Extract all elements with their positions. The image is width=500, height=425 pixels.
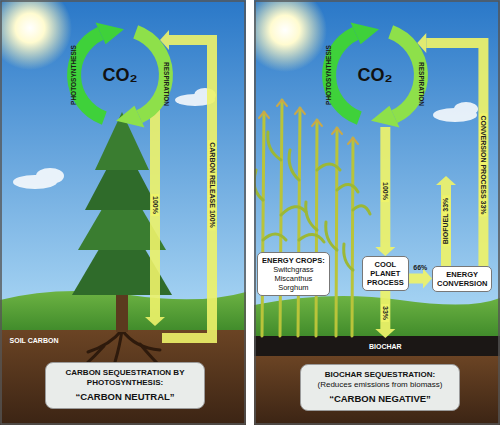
leaf xyxy=(299,234,324,242)
leaf xyxy=(326,222,337,250)
flow-arrow xyxy=(150,104,160,317)
leaf xyxy=(289,150,299,180)
stalk xyxy=(298,108,300,336)
carbon-arrows xyxy=(145,30,212,338)
biofuel-arrow xyxy=(436,176,456,266)
box-heading: CARBON SEQUESTRATION BY PHOTOSYNTHESIS: xyxy=(52,368,198,388)
leaf xyxy=(306,202,317,230)
left-panel xyxy=(0,0,246,425)
cycle-arc xyxy=(391,32,421,117)
leaf xyxy=(281,207,306,215)
arrow-head xyxy=(436,176,456,185)
arrow-head xyxy=(145,317,165,326)
cycle-label: PHOTOSYNTHESIS xyxy=(325,45,333,105)
root xyxy=(88,330,122,352)
arrow-head xyxy=(351,22,380,44)
panel-border xyxy=(255,1,499,424)
leaf xyxy=(317,164,340,170)
stalk xyxy=(352,138,353,336)
cycle-label: RESPIRATION xyxy=(162,62,170,106)
cycle-label: RESPIRATION xyxy=(417,62,425,106)
flow-line xyxy=(380,127,390,247)
leaf xyxy=(353,206,370,214)
flow-line xyxy=(380,291,390,329)
flow-line xyxy=(441,185,451,266)
process-box: COOL PLANET PROCESS xyxy=(362,256,409,291)
biochar-arrow xyxy=(375,291,395,338)
leaf xyxy=(263,234,286,240)
tassel xyxy=(312,120,322,126)
box-result: “CARBON NEUTRAL” xyxy=(52,391,198,403)
arrow-head xyxy=(371,106,400,128)
tassel xyxy=(277,100,287,106)
leaf xyxy=(337,184,358,192)
ground-label: BIOCHAR xyxy=(369,343,402,351)
flow-label: 33% xyxy=(381,303,389,321)
flow-label: CARBON RELEASE 100% xyxy=(208,140,216,230)
arrow-head xyxy=(423,269,432,289)
box-label: COOL PLANET PROCESS xyxy=(367,260,404,287)
cycle-circle: CO₂ xyxy=(320,20,430,130)
cycle-arc xyxy=(74,33,104,118)
flow-label: 100% xyxy=(151,194,159,216)
process-box: ENERGY CONVERSION xyxy=(432,266,492,292)
soil xyxy=(254,356,500,425)
cycle-arc xyxy=(136,32,166,117)
root xyxy=(140,344,158,364)
crop-stalks xyxy=(262,100,353,336)
flow-line xyxy=(426,43,483,266)
panel-border xyxy=(1,1,245,424)
arrow-head xyxy=(375,329,395,338)
box-result: “CARBON NEGATIVE” xyxy=(307,393,453,405)
tassel xyxy=(295,108,305,114)
release-arrow xyxy=(162,40,212,338)
tassel xyxy=(348,138,358,144)
cycle-label: CO₂ xyxy=(320,20,430,130)
box-heading: BIOCHAR SEQUESTRATION: xyxy=(307,370,453,380)
arrow-head xyxy=(96,22,125,44)
cloud-part xyxy=(36,168,64,184)
ground-label: SOIL CARBON xyxy=(10,337,59,345)
tassel xyxy=(332,128,342,134)
sun xyxy=(0,0,72,70)
crop-box: ENERGY CROPS:Switchgrass Miscanthus Sorg… xyxy=(257,252,330,296)
leaf xyxy=(268,132,281,160)
arrow-head xyxy=(116,106,145,128)
cycle-arc xyxy=(329,33,359,118)
soil xyxy=(0,330,246,425)
cycle-label: PHOTOSYNTHESIS xyxy=(70,45,78,105)
box-heading: ENERGY CROPS: xyxy=(262,256,325,265)
edge-label: CONVERSION PROCESS 33% xyxy=(479,113,487,216)
stalk xyxy=(280,100,282,336)
tree-roots xyxy=(85,330,160,365)
tassel xyxy=(259,112,269,118)
cycle-circle: CO₂ xyxy=(65,20,175,130)
energy-crops xyxy=(254,100,370,336)
stalk xyxy=(336,128,337,336)
box-body: Switchgrass Miscanthus Sorghum xyxy=(262,265,325,292)
summary-box: BIOCHAR SEQUESTRATION:(Reduces emissions… xyxy=(300,364,460,411)
box-body: (Reduces emissions from biomass) xyxy=(307,380,453,390)
edge-label: 100% xyxy=(381,181,389,203)
flow-label: BIOFUEL 33% xyxy=(442,196,450,247)
crop-leaves xyxy=(254,132,370,270)
hill xyxy=(254,296,500,338)
cloud-part xyxy=(454,102,478,116)
cycle-label: CO₂ xyxy=(65,20,175,130)
arrow-head xyxy=(375,247,395,256)
biochar-layer xyxy=(254,336,500,356)
box-label: ENERGY CONVERSION xyxy=(437,270,487,288)
root xyxy=(115,330,122,362)
right-panel xyxy=(243,0,500,425)
leaf xyxy=(344,244,353,270)
stalk xyxy=(262,112,264,336)
flow-line xyxy=(409,274,423,284)
cloud xyxy=(433,102,478,122)
edge-label: 66% xyxy=(413,264,427,272)
flow-arrow xyxy=(375,127,395,256)
summary-box: CARBON SEQUESTRATION BY PHOTOSYNTHESIS: “… xyxy=(45,362,205,409)
flow-arrow xyxy=(409,269,432,289)
